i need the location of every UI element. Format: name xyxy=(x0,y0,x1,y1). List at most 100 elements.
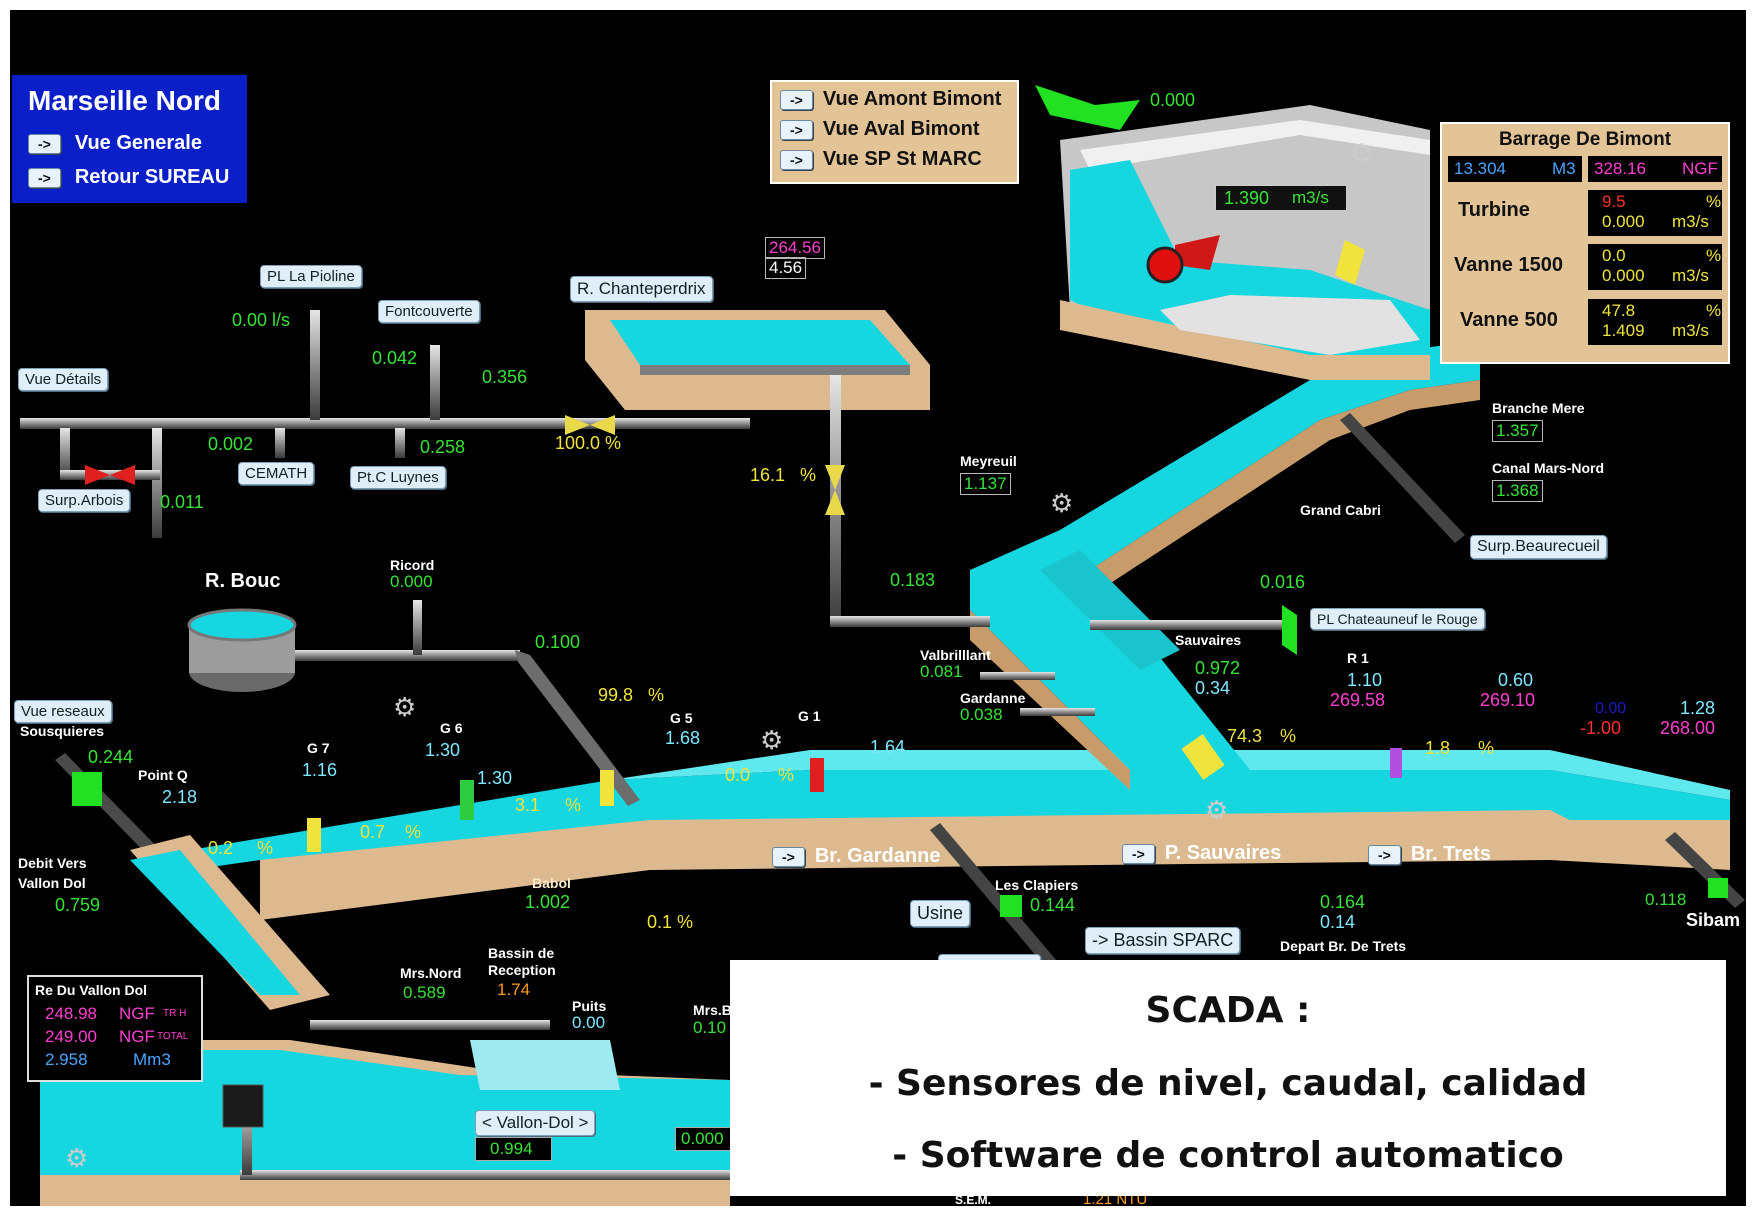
vue-reseaux-button[interactable]: Vue reseaux xyxy=(14,700,112,723)
canal-embankment xyxy=(260,810,1730,920)
debit-vers-value: 0.759 xyxy=(55,895,101,915)
sauvaires-label: Sauvaires xyxy=(1175,632,1242,648)
retour-sureau-label: Retour SUREAU xyxy=(74,166,230,188)
pct-unit: % xyxy=(405,822,422,842)
mrs-b-value: 0.10 xyxy=(693,1018,727,1037)
vanne-500-flow: 1.409 xyxy=(1602,321,1645,340)
overlay-line-1: - Sensores de nivel, caudal, calidad xyxy=(868,1063,1588,1104)
g5-label: G 5 xyxy=(670,710,693,726)
level-26800: 268.00 xyxy=(1660,718,1716,738)
sibam-label: Sibam xyxy=(1686,910,1741,930)
pl-chateauneuf-label[interactable]: PL Chateauneuf le Rouge xyxy=(1310,608,1485,630)
camera-icon[interactable]: ⚙ xyxy=(760,725,784,755)
babol-value: 1.002 xyxy=(525,892,571,912)
babol-valve: 0.1 % xyxy=(647,912,694,932)
sibam-meter xyxy=(1708,878,1728,898)
bimont-nav-panel: -> Vue Amont Bimont -> Vue Aval Bimont -… xyxy=(770,80,1019,184)
overlay-title: SCADA : xyxy=(1145,990,1311,1031)
fontcouverte-flow: 0.042 xyxy=(372,348,418,368)
g7-opening: 0.2 xyxy=(208,838,234,858)
point-q-value: 2.18 xyxy=(162,787,198,807)
bottom-pump-box xyxy=(222,1084,264,1128)
gate-g7 xyxy=(307,818,321,852)
vanne-500-values: 47.8 % 1.409 m3/s xyxy=(1588,299,1722,345)
grand-cabri-label: Grand Cabri xyxy=(1300,502,1381,518)
pipe-valbrillant xyxy=(980,672,1055,680)
vue-aval-bimont-button[interactable]: -> Vue Aval Bimont xyxy=(780,118,980,141)
pipe-mrs-nord xyxy=(310,1020,550,1030)
vanne-yellow xyxy=(1335,240,1365,285)
camera-icon[interactable]: ⚙ xyxy=(65,1143,89,1173)
r1-label: R 1 xyxy=(1347,650,1369,666)
arrow-icon: -> xyxy=(780,149,813,170)
p-sauvaires-button[interactable]: -> P. Sauvaires xyxy=(1122,842,1281,865)
canal-mars-nord-value: 1.368 xyxy=(1492,480,1543,502)
bottom-value: 0.000 xyxy=(681,1129,724,1148)
pl-pioline-label[interactable]: PL La Pioline xyxy=(260,265,362,288)
br-gardanne-button[interactable]: -> Br. Gardanne xyxy=(772,845,940,868)
flow-0016: 0.016 xyxy=(1260,572,1306,592)
usine-button[interactable]: Usine xyxy=(910,900,971,927)
vallon-dol-button[interactable]: < Vallon-Dol > xyxy=(475,1110,596,1136)
sousquieres-value: 0.244 xyxy=(88,747,134,767)
pipe-bottom xyxy=(240,1170,730,1180)
ngf-unit: NGF xyxy=(119,1027,155,1046)
valve-100b xyxy=(590,415,615,435)
vue-amont-bimont-button[interactable]: -> Vue Amont Bimont xyxy=(780,88,1001,111)
retour-sureau-button[interactable]: -> Retour SUREAU xyxy=(28,166,229,189)
turbine-flow: 0.000 xyxy=(1602,212,1645,231)
pct-unit: % xyxy=(800,465,817,485)
flow-0183: 0.183 xyxy=(890,570,936,590)
fontcouverte-label[interactable]: Fontcouverte xyxy=(378,300,480,323)
camera-icon[interactable]: ⚙ xyxy=(1205,795,1229,825)
surp-beaurecueil-label[interactable]: Surp.Beaurecueil xyxy=(1470,535,1607,559)
turbine-values: 9.5 % 0.000 m3/s xyxy=(1588,190,1722,236)
chanteperdrix-label[interactable]: R. Chanteperdrix xyxy=(570,276,713,302)
sauvaires-level: 0.34 xyxy=(1195,678,1231,698)
sousquieres-meter xyxy=(72,772,102,806)
pct-unit: % xyxy=(1280,726,1297,746)
camera-icon[interactable]: ⚙ xyxy=(1350,138,1374,168)
sem-label: S.E.M. xyxy=(955,1193,992,1206)
clapiers-meter xyxy=(1000,895,1022,917)
bassin-sparc-button[interactable]: -> Bassin SPARC xyxy=(1085,927,1241,954)
pct-unit: % xyxy=(1706,246,1722,265)
vue-sp-st-marc-button[interactable]: -> Vue SP St MARC xyxy=(780,148,982,171)
level-neg: -1.00 xyxy=(1580,718,1622,738)
dam-flow-box: 1.390 m3/s xyxy=(1215,185,1347,211)
pipe-cemath xyxy=(275,428,285,458)
puits-label: Puits xyxy=(572,998,607,1014)
barrage-volume: 13.304 xyxy=(1454,159,1506,178)
camera-icon[interactable]: ⚙ xyxy=(393,692,417,722)
depart-trets-label: Depart Br. De Trets xyxy=(1280,938,1407,954)
ptc-luynes-label[interactable]: Pt.C Luynes xyxy=(350,466,446,489)
chanteperdrix-volume: 4.56 xyxy=(765,257,807,279)
vanne-1500-values: 0.0 % 0.000 m3/s xyxy=(1588,244,1722,290)
flow-0100: 0.100 xyxy=(535,632,581,652)
arrow-icon: -> xyxy=(772,846,805,867)
diagonal-canal-inner xyxy=(1040,550,1180,670)
camera-icon[interactable]: ⚙ xyxy=(1050,488,1074,518)
surp-arbois-label[interactable]: Surp.Arbois xyxy=(38,489,131,512)
vanne-500-label: Vanne 500 xyxy=(1460,309,1558,331)
turbine-label: Turbine xyxy=(1458,199,1530,221)
diagonal-canal-side2 xyxy=(1090,380,1480,590)
sauvaires-flow: 0.972 xyxy=(1195,658,1241,678)
g1-label: G 1 xyxy=(798,708,821,724)
g1-opening: 0.0 xyxy=(725,765,751,785)
ricord-value: 0.000 xyxy=(390,572,433,591)
chateauneuf-valve xyxy=(1282,605,1297,655)
pipe-fontcouverte xyxy=(430,345,440,420)
chanteperdrix-valve-pct: 16.1 xyxy=(750,465,786,485)
r-bouc-tank-top xyxy=(187,608,297,642)
clapiers-label: Les Clapiers xyxy=(995,877,1079,893)
vue-details-button[interactable]: Vue Détails xyxy=(18,368,109,391)
br-trets-button[interactable]: -> Br. Trets xyxy=(1368,843,1491,866)
pipe-chateauneuf xyxy=(1090,620,1290,630)
g6-opening: 0.7 xyxy=(360,822,386,842)
cemath-label[interactable]: CEMATH xyxy=(238,462,315,485)
barrage-level-box: 328.16 NGF xyxy=(1588,156,1722,182)
arrow-icon: -> xyxy=(28,133,61,154)
vue-generale-button[interactable]: -> Vue Generale xyxy=(28,132,202,155)
arrow-icon: -> xyxy=(780,89,813,110)
